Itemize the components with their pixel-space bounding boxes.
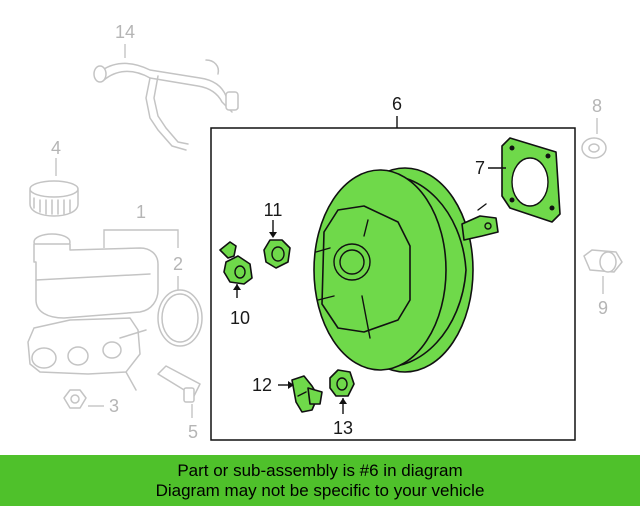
part-8-grommet[interactable] — [581, 137, 607, 159]
callout-12: 12 — [252, 375, 272, 395]
callout-3: 3 — [109, 396, 119, 416]
part-6-brake-booster[interactable] — [313, 167, 499, 373]
part-4-reservoir-cap[interactable] — [29, 180, 79, 217]
callout-5: 5 — [188, 422, 198, 442]
part-14-vacuum-hose[interactable] — [93, 59, 239, 151]
part-2-seal-ring[interactable] — [157, 289, 203, 347]
callout-14: 14 — [115, 22, 135, 42]
callout-8: 8 — [592, 96, 602, 116]
part-1-master-cylinder[interactable] — [27, 233, 159, 391]
callout-6: 6 — [392, 94, 402, 114]
callout-10: 10 — [230, 308, 250, 328]
part-11-grommet[interactable] — [263, 239, 291, 269]
part-10-check-valve[interactable] — [219, 241, 253, 285]
part-7-gasket[interactable] — [501, 137, 561, 223]
part-5-sensor[interactable] — [157, 365, 201, 403]
parts-diagram: 14 4 1 2 3 5 6 7 8 9 10 11 12 13 — [27, 22, 623, 442]
part-13-grommet[interactable] — [329, 369, 355, 397]
part-3-nut[interactable] — [63, 389, 87, 409]
callout-1: 1 — [136, 202, 146, 222]
callout-2: 2 — [173, 254, 183, 274]
banner-line-part: Part or sub-assembly is #6 in diagram — [177, 460, 463, 480]
callout-9: 9 — [598, 298, 608, 318]
callout-11: 11 — [264, 200, 283, 220]
callout-7: 7 — [475, 158, 485, 178]
callout-13: 13 — [333, 418, 353, 438]
part-info-banner: Part or sub-assembly is #6 in diagram Di… — [0, 455, 640, 506]
part-9-check-valve[interactable] — [583, 249, 623, 273]
callout-4: 4 — [51, 138, 61, 158]
part-12-sensor[interactable] — [291, 375, 323, 413]
assembly-group-box — [210, 127, 576, 441]
banner-line-disclaimer: Diagram may not be specific to your vehi… — [155, 480, 485, 500]
